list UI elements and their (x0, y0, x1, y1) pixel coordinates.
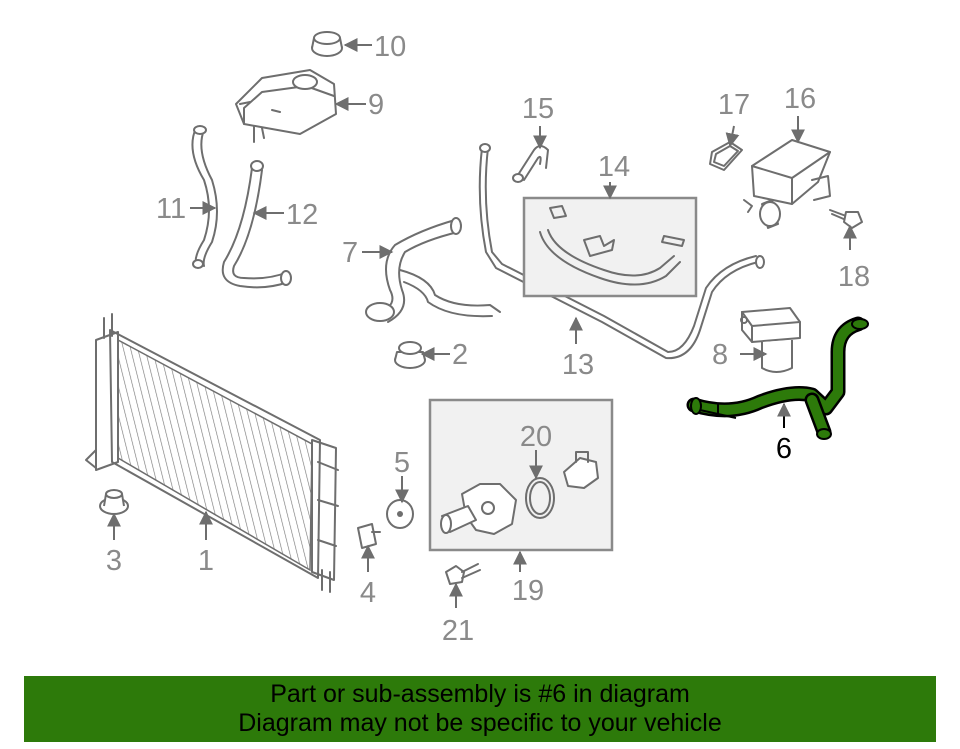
gasket[interactable] (386, 499, 414, 529)
callout-7: 7 (342, 237, 358, 269)
radiator-insulator[interactable] (99, 489, 129, 515)
callout-13: 13 (562, 349, 594, 381)
callout-15: 15 (522, 93, 554, 125)
callout-14: 14 (598, 151, 630, 183)
reservoir-cap[interactable] (311, 31, 343, 57)
radiator[interactable] (85, 313, 339, 593)
callout-10: 10 (374, 31, 406, 63)
callout-19: 19 (512, 575, 544, 607)
coolant-hose-highlighted[interactable] (686, 316, 869, 440)
hose-kit-box (522, 196, 698, 298)
radiator-plug[interactable] (394, 341, 426, 369)
overflow-hose[interactable] (191, 125, 218, 269)
coolant-pipe[interactable] (478, 143, 765, 360)
info-banner: Part or sub-assembly is #6 in diagram Di… (24, 676, 936, 742)
callout-18: 18 (838, 261, 870, 293)
pump-bolt[interactable] (445, 563, 481, 585)
thermostat-gasket[interactable] (709, 141, 743, 171)
callout-3: 3 (106, 545, 122, 577)
callout-16: 16 (784, 83, 816, 115)
callout-20: 20 (520, 421, 552, 453)
heat-exchanger[interactable] (740, 307, 801, 373)
water-pump-box (428, 398, 614, 552)
callout-arrows (107, 38, 857, 608)
bypass-hose[interactable] (512, 145, 549, 183)
callout-12: 12 (286, 199, 318, 231)
upper-radiator-hose[interactable] (365, 217, 501, 323)
coolant-reservoir[interactable] (235, 69, 337, 143)
reservoir-hose[interactable] (221, 160, 292, 289)
callout-1: 1 (198, 545, 214, 577)
callout-21: 21 (442, 615, 474, 647)
callout-6: 6 (776, 433, 792, 465)
bracket[interactable] (357, 523, 381, 549)
thermostat-housing[interactable] (743, 139, 831, 229)
callout-8: 8 (712, 339, 728, 371)
parts-diagram: 1 2 3 4 5 6 7 8 9 10 11 12 13 14 15 16 1… (85, 31, 870, 647)
banner-line-part-number: Part or sub-assembly is #6 in diagram (270, 680, 690, 708)
banner-line-disclaimer: Diagram may not be specific to your vehi… (238, 709, 722, 737)
housing-bolt[interactable] (829, 209, 863, 229)
callout-9: 9 (368, 89, 384, 121)
callout-2: 2 (452, 339, 468, 371)
callout-labels: 1 2 3 4 5 6 7 8 9 10 11 12 13 14 15 16 1… (106, 31, 870, 647)
callout-17: 17 (718, 89, 750, 121)
callout-5: 5 (394, 447, 410, 479)
callout-4: 4 (360, 577, 376, 609)
callout-11: 11 (156, 193, 186, 225)
